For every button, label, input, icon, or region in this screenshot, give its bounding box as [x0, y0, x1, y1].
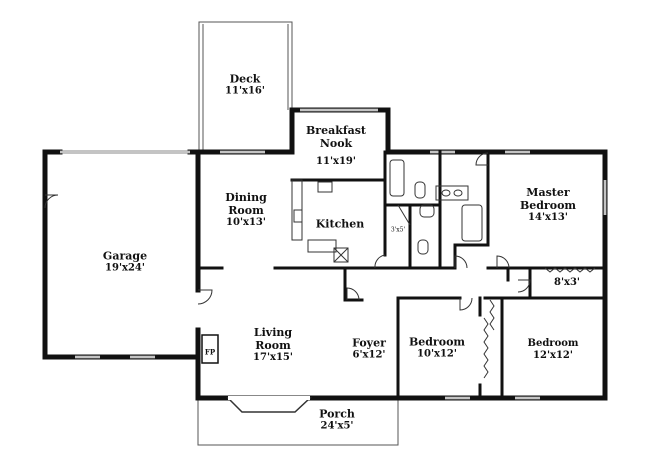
bedroom-right-dims: 12'x12' — [533, 350, 573, 361]
walk-in-closet-label: 8'x3' — [554, 277, 580, 289]
deck-dims: 11'x16' — [225, 85, 265, 97]
porch-label: Porch 24'x5' — [319, 407, 355, 432]
bath-fixtures — [389, 159, 483, 255]
garage-name: Garage — [102, 249, 148, 263]
deck-label: Deck 11'x16' — [225, 72, 265, 97]
kitchen-name: Kitchen — [315, 217, 365, 231]
porch-outline — [197, 398, 399, 446]
foyer-label: Foyer 6'x12' — [352, 336, 386, 361]
dining-room-label: Dining Room 10'x13' — [225, 191, 267, 229]
breakfast-nook-name-2: Nook — [319, 137, 353, 150]
deck-outline — [198, 21, 293, 152]
bedroom-right-name: Bedroom — [527, 338, 579, 349]
deck-name: Deck — [229, 72, 261, 86]
breakfast-nook-dims: 11'x19' — [316, 156, 356, 168]
master-bedroom-dims: 14'x13' — [528, 212, 568, 224]
fireplace-label: FP — [205, 339, 215, 358]
fireplace-text: FP — [204, 347, 216, 357]
living-room-name-1: Living — [253, 325, 293, 339]
porch-name: Porch — [319, 407, 355, 421]
dining-room-name-2: Room — [228, 204, 264, 217]
bedroom-left-name: Bedroom — [408, 335, 466, 349]
living-room-name-2: Room — [255, 339, 291, 352]
walk-in-closet-dims: 8'x3' — [553, 277, 581, 288]
foyer-dims: 6'x12' — [352, 349, 386, 361]
kitchen-label: Kitchen — [316, 217, 365, 230]
doors — [44, 152, 531, 311]
living-room-label: Living Room 17'x15' — [253, 326, 293, 364]
porch-dims: 24'x5' — [320, 420, 354, 432]
garage-label: Garage 19'x24' — [103, 249, 147, 274]
fireplace-box — [201, 334, 219, 364]
kitchen-fixtures — [291, 179, 349, 263]
bedroom-left-label: Bedroom 10'x12' — [409, 335, 465, 360]
breakfast-nook-label: Breakfast Nook 11'x19' — [306, 124, 366, 168]
dining-room-dims: 10'x13' — [226, 217, 266, 229]
closet-doors — [483, 267, 596, 379]
living-room-dims: 17'x15' — [253, 352, 293, 364]
bay-window — [226, 397, 312, 413]
master-bedroom-name-1: Master — [526, 185, 570, 199]
master-bedroom-label: Master Bedroom 14'x13' — [520, 186, 576, 224]
garage-dims: 19'x24' — [105, 262, 145, 274]
foyer-name: Foyer — [352, 336, 386, 350]
closet-small-label: 3'x5' — [391, 216, 405, 235]
bedroom-right-label: Bedroom 12'x12' — [528, 338, 579, 362]
dining-room-name-1: Dining — [225, 190, 267, 204]
master-bedroom-name-2: Bedroom — [519, 199, 577, 212]
breakfast-nook-name-1: Breakfast — [306, 123, 366, 137]
bedroom-left-dims: 10'x12' — [417, 348, 457, 360]
closet-small-dims: 3'x5' — [390, 226, 406, 234]
